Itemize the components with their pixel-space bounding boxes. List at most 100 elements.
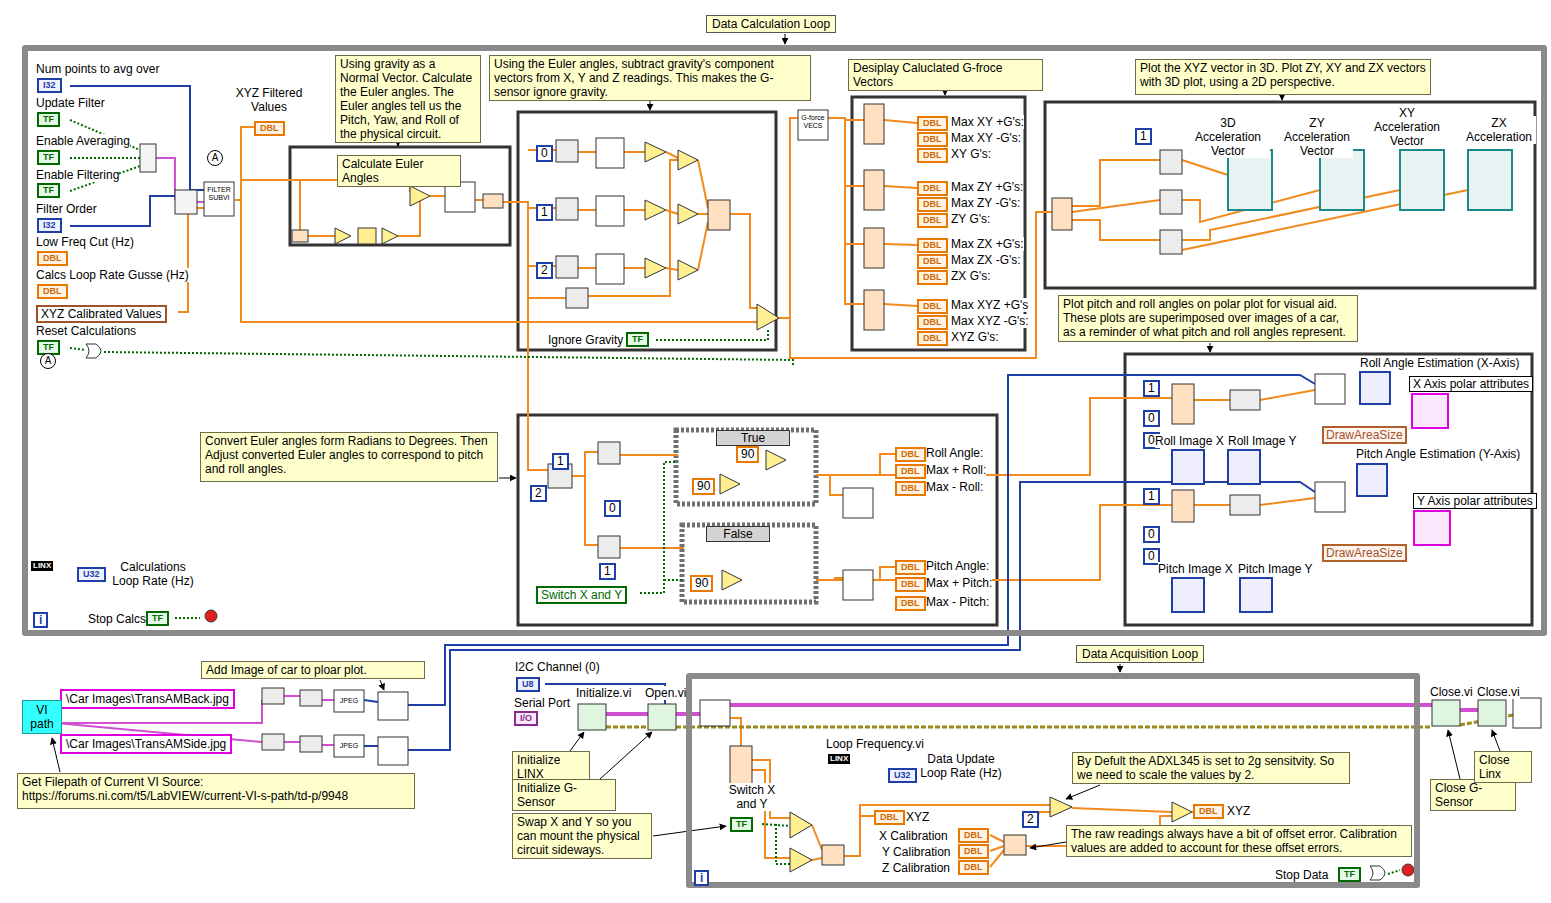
text-label: Calculations Loop Rate (Hz): [109, 560, 197, 588]
case-structures: [676, 430, 816, 602]
numeric-constant: 0: [1143, 410, 1160, 427]
double-terminal: DBL: [895, 447, 926, 462]
numeric-constant: 1: [536, 204, 553, 221]
comment-box: The raw readings always have a bit of of…: [1066, 825, 1412, 857]
double-terminal: DBL: [917, 270, 948, 285]
text-label: Y Calibration: [882, 845, 950, 859]
double-terminal: DBL: [917, 181, 948, 196]
integer-terminal: I32: [37, 78, 62, 93]
text-label: Low Freq Cut (Hz): [36, 235, 134, 249]
path-constant: \Car Images\TransAMBack.jpg: [60, 689, 235, 709]
boolean-terminal: TF: [37, 150, 60, 165]
text-label: ZX Acceleration: [1462, 116, 1536, 144]
text-label: Stop Calcs: [88, 612, 146, 626]
comment-box: Close G-Sensor: [1430, 779, 1516, 811]
text-label: Open.vi: [645, 686, 686, 700]
text-label: Max + Pitch:: [926, 576, 992, 590]
text-label: Max XYZ -G's:: [951, 314, 1029, 328]
numeric-constant: 1: [599, 563, 616, 580]
icon-text: JPEG: [336, 742, 362, 750]
text-label: Num points to avg over: [36, 62, 159, 76]
comment-text: Plot pitch and roll angles on polar plot…: [1063, 297, 1353, 339]
double-terminal: DBL: [958, 860, 989, 875]
double-terminal: DBL: [958, 828, 989, 843]
text-label: Calcs Loop Rate Gusse (Hz): [36, 268, 189, 282]
text-label: Switch X and Y: [725, 783, 779, 811]
text-label: Max ZX +G's:: [951, 237, 1024, 251]
text-label: Roll Image Y: [1228, 434, 1296, 448]
text-label: Max ZY -G's:: [951, 196, 1020, 210]
double-terminal: DBL: [895, 560, 926, 575]
boolean-terminal: TF: [626, 332, 649, 347]
text-label: Enable Filtering: [36, 168, 119, 182]
comment-text: Convert Euler angles form Radians to Deg…: [205, 434, 493, 476]
comment-box: Plot pitch and roll angles on polar plot…: [1058, 295, 1358, 342]
text-label: I2C Channel (0): [515, 660, 600, 674]
leader-arrows: [52, 34, 1500, 848]
numeric-constant: 2: [530, 485, 547, 502]
linx-wires: [606, 705, 1513, 727]
case-selector: True: [716, 430, 790, 446]
double-terminal: DBL: [917, 299, 948, 314]
double-terminal: DBL: [37, 284, 68, 299]
text-label: 3D Acceleration Vector: [1186, 116, 1270, 158]
linx-icon: LINX: [828, 754, 850, 764]
structure-frames: [290, 97, 1535, 625]
double-terminal: DBL: [917, 197, 948, 212]
text-label: ZX G's:: [951, 269, 991, 283]
comment-box: Get Filepath of Current VI Source: https…: [17, 773, 415, 809]
text-label: Pitch Image X: [1158, 562, 1233, 576]
property-node: VI path: [22, 700, 62, 734]
numeric-constant: 0: [604, 500, 621, 517]
text-label: Filter Order: [36, 202, 97, 216]
double-terminal: DBL: [917, 116, 948, 131]
comment-text: Using gravity as a Normal Vector. Calcul…: [340, 57, 476, 141]
boolean-terminal: TF: [37, 183, 60, 198]
text-label: XYZ Filtered Values: [233, 86, 305, 114]
text-label: ZY Acceleration Vector: [1281, 116, 1353, 158]
double-terminal: DBL: [958, 844, 989, 859]
comment-text: Using the Euler angles, subtract gravity…: [494, 57, 806, 99]
double-terminal: DBL: [917, 148, 948, 163]
integer-terminal: U8: [516, 677, 540, 692]
text-label: Enable Averaging: [36, 134, 130, 148]
comment-box: Convert Euler angles form Radians to Deg…: [200, 432, 498, 482]
text-label: Max XY +G's:: [951, 115, 1024, 129]
boolean-terminal: TF: [1338, 867, 1361, 882]
property-node: DrawAreaSize: [1322, 426, 1407, 444]
function-icons: [86, 104, 1541, 880]
bool-wires: [70, 120, 1400, 874]
linx-icon: LINX: [31, 561, 53, 571]
comment-box: Add Image of car to ploar plot.: [201, 661, 425, 679]
icon-text: G-force VECS: [799, 114, 827, 130]
comment-text: By Defult the ADXL345 is set to 2g sensi…: [1077, 754, 1345, 782]
integer-terminal: I32: [37, 218, 62, 233]
loop-heading: Data Calculation Loop: [706, 15, 836, 33]
boolean-terminal: TF: [37, 112, 60, 127]
visa-terminal: I/O: [514, 711, 538, 726]
case-selector: False: [706, 526, 770, 542]
loop-heading: Data Acquisition Loop: [1076, 645, 1204, 663]
text-label: XY Acceleration Vector: [1371, 106, 1443, 148]
text-label: Data Update Loop Rate (Hz): [920, 752, 1002, 780]
icon-text: FILTER SUBVI: [205, 186, 233, 202]
path-constant: \Car Images\TransAMSide.jpg: [60, 734, 232, 754]
double-terminal: DBL: [917, 331, 948, 346]
text-label: Max ZX -G's:: [951, 253, 1021, 267]
text-label: Max ZY +G's:: [951, 180, 1023, 194]
dbl-wires: [178, 118, 1468, 867]
text-label: Close.vi: [1477, 685, 1520, 699]
comment-box: Using the Euler angles, subtract gravity…: [489, 55, 811, 101]
double-terminal: DBL: [895, 596, 926, 611]
comment-box: Using gravity as a Normal Vector. Calcul…: [335, 55, 481, 143]
text-label: Pitch Angle:: [926, 559, 989, 573]
comment-text: The raw readings always have a bit of of…: [1071, 827, 1407, 855]
text-label: Max + Roll:: [926, 463, 986, 477]
integer-terminal: U32: [888, 768, 917, 783]
comment-text: Initialize LINX: [517, 753, 585, 781]
double-terminal: DBL: [1193, 804, 1224, 819]
text-label: Initialize.vi: [576, 686, 631, 700]
comment-text: Calculate Euler Angles: [342, 157, 456, 185]
comment-box: By Defult the ADXL345 is set to 2g sensi…: [1072, 752, 1350, 784]
